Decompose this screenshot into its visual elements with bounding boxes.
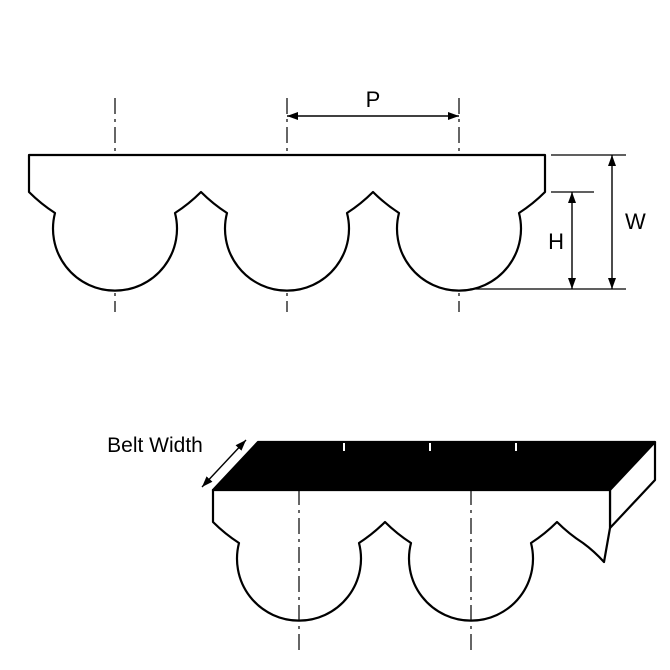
width-dimension: W [470, 154, 646, 290]
belt-width-label: Belt Width [107, 434, 203, 457]
perspective-view: Belt Width [107, 434, 657, 654]
belt-width-annotation: Belt Width [107, 434, 247, 488]
pitch-dimension: P [287, 87, 459, 120]
profile-view: P W H [27, 87, 646, 312]
width-label: W [625, 209, 646, 234]
belt-front-face [211, 488, 612, 622]
belt-top-face [211, 440, 657, 492]
pitch-label: P [366, 87, 381, 112]
height-dimension: H [548, 191, 594, 289]
height-label: H [548, 229, 564, 254]
belt-width-arrow [201, 439, 247, 488]
belt-cross-section [27, 153, 547, 292]
